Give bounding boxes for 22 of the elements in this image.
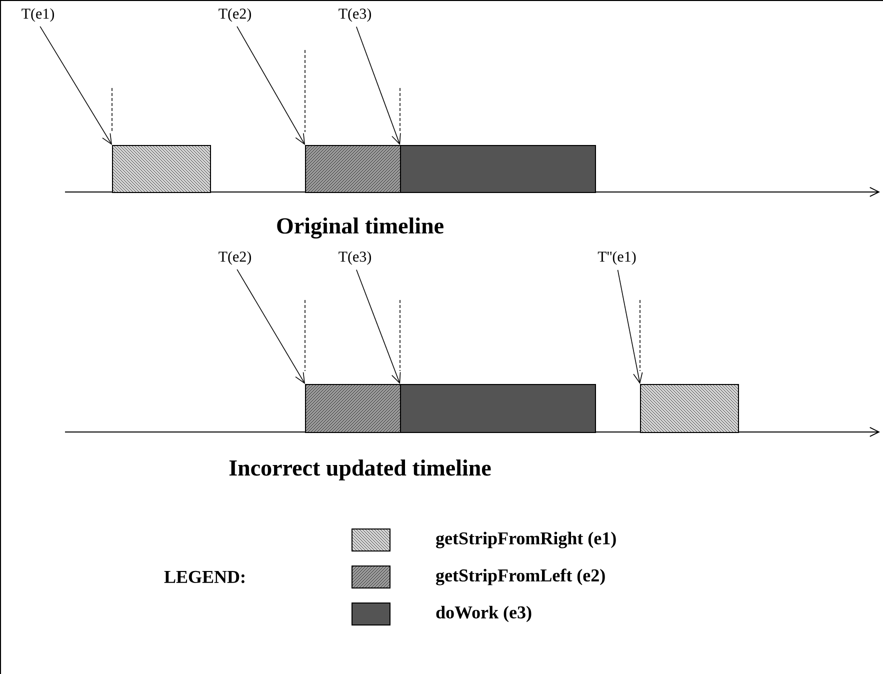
time-label: T(e3) [338,251,371,265]
arrow [617,270,643,384]
event-bar [640,384,739,433]
arrow [40,26,112,145]
legend-text: getStripFromRight (e1) [436,532,616,548]
time-label: T(e3) [338,8,371,22]
time-label: T(e1) [22,8,54,22]
arrow [356,26,401,145]
timeline-title: Original timeline [277,217,444,238]
event-bar [112,145,211,193]
arrow [236,26,306,145]
legend-text: getStripFromLeft (e2) [436,568,605,586]
event-bar [400,145,596,193]
time-label: T''(e1) [598,251,636,265]
time-label: T(e2) [218,251,251,265]
timeline-title: Incorrect updated timeline [229,460,491,480]
event-bar [400,384,596,433]
legend-text: doWork (e3) [436,606,532,622]
arrow [356,269,401,384]
time-label: T(e2) [218,8,251,22]
arrow [236,269,305,384]
legend-heading: LEGEND: [164,570,244,584]
